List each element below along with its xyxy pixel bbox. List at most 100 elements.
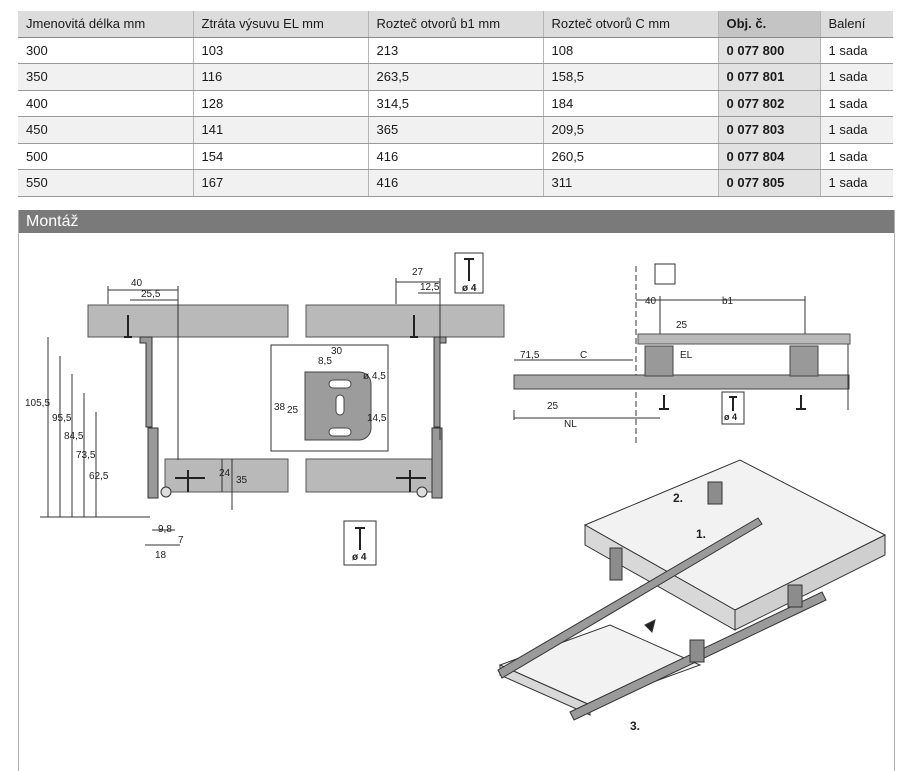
left-dimension-labels: 40 25,5 105,5 95,5 84,5 73,5 62,5 24 35 … — [25, 278, 248, 561]
cell-hole-spacing-b1: 416 — [367, 143, 543, 170]
bracket-slot — [335, 394, 345, 416]
section-title: Montáž — [19, 210, 894, 233]
middle-labels: 27 12,5 ø 4 ø 4 — [343, 252, 484, 566]
isometric-assembly — [497, 459, 887, 721]
cell-nominal-length: 350 — [18, 63, 193, 91]
cell-package: 1 sada — [819, 90, 893, 117]
cell-order-number: 0 077 801 — [717, 63, 820, 91]
dim-24: 24 — [219, 468, 231, 479]
cell-package: 1 sada — [819, 63, 893, 91]
dim-38: 38 — [274, 402, 286, 413]
header-hole-spacing-b1: Rozteč otvorů b1 mm — [367, 11, 543, 38]
cell-order-number: 0 077 805 — [717, 169, 820, 197]
screw-icon — [729, 396, 737, 411]
cell-extension-loss: 167 — [192, 169, 368, 197]
cell-package: 1 sada — [819, 169, 893, 197]
table-row: 550 167 416 311 0 077 805 1 sada — [18, 169, 893, 197]
dim-7: 7 — [178, 535, 184, 546]
cell-order-number: 0 077 802 — [717, 90, 820, 117]
cell-nominal-length: 550 — [18, 169, 193, 197]
cell-hole-spacing-b1: 416 — [367, 169, 543, 197]
table-header-row: Jmenovitá délka mm Ztráta výsuvu EL mm R… — [18, 11, 893, 38]
cell-hole-spacing-b1: 263,5 — [367, 63, 543, 91]
table-row: 350 116 263,5 158,5 0 077 801 1 sada — [18, 63, 893, 91]
dim-right-25b: 25 — [547, 401, 559, 412]
header-nominal-length: Jmenovitá délka mm — [18, 11, 193, 38]
dim-8-5: 8,5 — [318, 356, 332, 367]
cell-hole-spacing-c: 209,5 — [542, 116, 718, 144]
cell-extension-loss: 154 — [192, 143, 368, 170]
assembly-section: Montáž — [18, 210, 895, 771]
table-row: 500 154 416 260,5 0 077 804 1 sada — [18, 143, 893, 170]
dim-40: 40 — [131, 278, 143, 289]
step-1: 1. — [696, 527, 706, 541]
screw-size-right: ø 4 — [724, 412, 737, 422]
cell-order-number: 0 077 800 — [717, 37, 820, 64]
dim-c: C — [580, 350, 587, 361]
step-3: 3. — [630, 719, 640, 733]
dim-hole-4-5: ø 4,5 — [363, 371, 386, 382]
cell-hole-spacing-c: 311 — [542, 169, 718, 197]
cell-nominal-length: 500 — [18, 143, 193, 170]
dim-95-5: 95,5 — [52, 413, 72, 424]
bracket-slot — [328, 379, 352, 389]
cell-extension-loss: 116 — [192, 63, 368, 91]
cell-hole-spacing-c: 184 — [542, 90, 718, 117]
dim-27: 27 — [412, 267, 424, 278]
cell-package: 1 sada — [819, 116, 893, 144]
dim-35: 35 — [236, 475, 248, 486]
dim-84-5: 84,5 — [64, 431, 84, 442]
assembly-steps: 2. 1. 3. — [630, 491, 706, 733]
dim-25: 25 — [287, 405, 299, 416]
header-extension-loss: Ztráta výsuvu EL mm — [192, 11, 368, 38]
dim-12-5: 12,5 — [420, 282, 440, 293]
dim-right-40: 40 — [645, 296, 657, 307]
dim-30: 30 — [331, 346, 343, 357]
screw-icon — [355, 527, 365, 550]
dim-25-5: 25,5 — [141, 289, 161, 300]
header-hole-spacing-c: Rozteč otvorů C mm — [542, 11, 718, 38]
bracket-slot — [328, 427, 352, 437]
left-cross-section — [40, 278, 505, 546]
dim-62-5: 62,5 — [89, 471, 109, 482]
cell-hole-spacing-b1: 213 — [367, 37, 543, 64]
cell-extension-loss: 103 — [192, 37, 368, 64]
cell-hole-spacing-b1: 314,5 — [367, 90, 543, 117]
table-row: 400 128 314,5 184 0 077 802 1 sada — [18, 90, 893, 117]
screw-size-top: ø 4 — [462, 283, 477, 294]
cell-nominal-length: 450 — [18, 116, 193, 144]
cell-nominal-length: 300 — [18, 37, 193, 64]
step-2: 2. — [673, 491, 683, 505]
dim-9-8: 9,8 — [158, 524, 172, 535]
screw-size-bottom: ø 4 — [352, 552, 367, 563]
cell-extension-loss: 128 — [192, 90, 368, 117]
cell-order-number: 0 077 803 — [717, 116, 820, 144]
dim-el: EL — [680, 350, 693, 361]
spec-table: Jmenovitá délka mm Ztráta výsuvu EL mm R… — [18, 11, 893, 197]
cell-hole-spacing-b1: 365 — [367, 116, 543, 144]
cell-extension-loss: 141 — [192, 116, 368, 144]
cell-package: 1 sada — [819, 37, 893, 64]
cell-hole-spacing-c: 260,5 — [542, 143, 718, 170]
table-row: 450 141 365 209,5 0 077 803 1 sada — [18, 116, 893, 144]
header-order-number: Obj. č. — [717, 11, 820, 38]
bracket-detail: 30 8,5 ø 4,5 38 25 14,5 — [270, 344, 389, 452]
header-package: Balení — [819, 11, 893, 38]
table-row: 300 103 213 108 0 077 800 1 sada — [18, 37, 893, 64]
cell-package: 1 sada — [819, 143, 893, 170]
dim-nl: NL — [564, 419, 577, 430]
dim-18: 18 — [155, 550, 167, 561]
screw-icon — [464, 258, 474, 281]
dim-14-5: 14,5 — [367, 413, 387, 424]
cell-nominal-length: 400 — [18, 90, 193, 117]
cell-order-number: 0 077 804 — [717, 143, 820, 170]
dim-71-5: 71,5 — [520, 350, 540, 361]
dim-73-5: 73,5 — [76, 450, 96, 461]
cell-hole-spacing-c: 158,5 — [542, 63, 718, 91]
dim-right-25: 25 — [676, 320, 688, 331]
right-dimension-labels: 40 b1 25 EL 71,5 C 25 NL ø 4 — [520, 296, 745, 430]
right-side-view — [513, 263, 851, 445]
dim-105-5: 105,5 — [25, 398, 50, 409]
cell-hole-spacing-c: 108 — [542, 37, 718, 64]
